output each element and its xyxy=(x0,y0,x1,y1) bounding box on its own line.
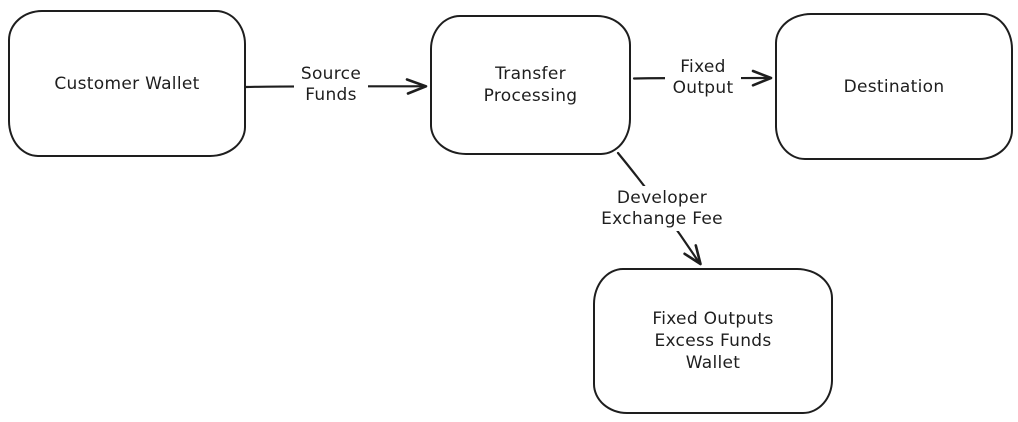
edge-label-developer-exchange-fee-line-2: Exchange Fee xyxy=(601,208,723,229)
edge-label-fixed-output-line-1: Fixed xyxy=(680,57,726,77)
edge-label-source-funds-line-2: Funds xyxy=(305,85,357,105)
node-excess-funds-label-line-1: Fixed Outputs xyxy=(652,309,774,329)
node-transfer-processing: Transfer Processing xyxy=(430,15,631,155)
node-customer-wallet: Customer Wallet xyxy=(8,10,246,157)
node-destination-label: Destination xyxy=(843,76,945,97)
edge-label-source-funds: Source Funds xyxy=(294,63,368,107)
edge-label-developer-exchange-fee: Developer Exchange Fee xyxy=(601,186,723,231)
node-excess-funds-label-line-2: Excess Funds xyxy=(654,331,772,351)
edge-label-fixed-output: Fixed Output xyxy=(665,56,741,100)
edge-label-fixed-output-line-2: Output xyxy=(672,78,734,98)
node-transfer-processing-label-line-2: Processing xyxy=(483,86,578,106)
node-destination: Destination xyxy=(775,13,1013,160)
edge-fixed-output-arrowhead xyxy=(751,69,773,87)
edge-label-source-funds-line-1: Source xyxy=(300,64,362,84)
node-fixed-outputs-excess-funds-wallet: Fixed Outputs Excess Funds Wallet xyxy=(593,268,833,414)
edge-label-developer-exchange-fee-line-1: Developer xyxy=(616,187,708,208)
node-transfer-processing-label-line-1: Transfer xyxy=(495,64,566,84)
node-excess-funds-label-line-3: Wallet xyxy=(685,353,741,373)
edge-source-funds-arrowhead xyxy=(405,78,428,95)
edge-developer-exchange-fee-arrowhead xyxy=(683,244,702,266)
node-customer-wallet-label: Customer Wallet xyxy=(54,73,200,94)
